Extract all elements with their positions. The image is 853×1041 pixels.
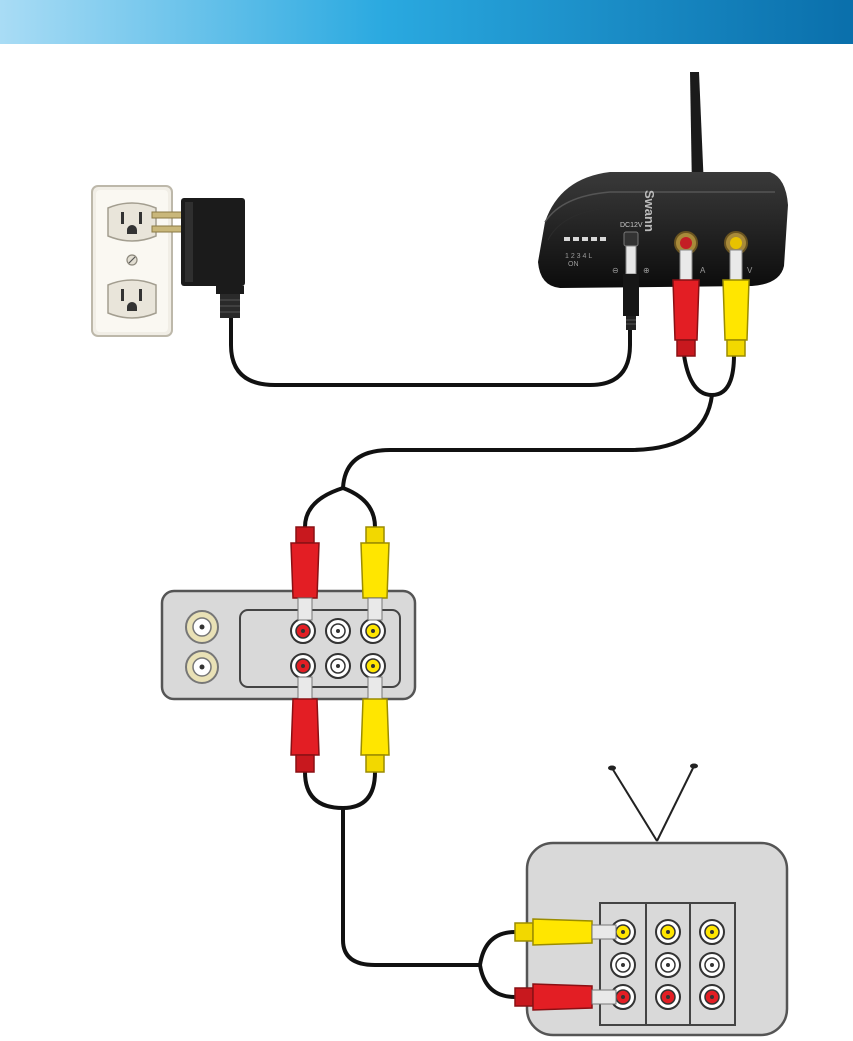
- tv-video-lead: [480, 932, 515, 965]
- dc12v-label: DC12V: [620, 222, 643, 229]
- svg-text:⊕: ⊕: [643, 266, 650, 275]
- vcr-in-video-lead: [343, 488, 375, 527]
- vcr-in-audio-lead: [305, 488, 343, 527]
- vcr-to-tv-cable: [343, 808, 480, 965]
- receiver-brand-label: Swann: [642, 190, 657, 232]
- dc-plug: [626, 246, 636, 274]
- vcr-out-video-lead: [343, 772, 375, 808]
- television-icon: [515, 764, 787, 1036]
- wall-outlet-icon: [92, 186, 172, 336]
- audio-jack-label: A: [700, 266, 706, 275]
- receiver-video-lead: [712, 355, 734, 395]
- coax-in-icon: [186, 611, 218, 643]
- receiver-to-vcr-cable: [343, 395, 712, 488]
- receiver-audio-lead: [684, 355, 712, 395]
- svg-text:⊖: ⊖: [612, 266, 619, 275]
- video-jack-label: V: [747, 266, 753, 275]
- power-cable: [231, 318, 630, 385]
- wireless-receiver-icon: Swann 1 2 3 4 L ON DC12V ⊖ ⊕ A V: [538, 72, 788, 356]
- coax-out-icon: [186, 651, 218, 683]
- tv-audio-lead: [480, 965, 515, 997]
- dip-switch-numbers: 1 2 3 4 L: [565, 253, 592, 260]
- vcr-out-audio-lead: [305, 772, 343, 808]
- vcr-panel-icon: [162, 527, 415, 772]
- header-gradient: [0, 0, 853, 44]
- dip-switch-on-label: ON: [568, 261, 579, 268]
